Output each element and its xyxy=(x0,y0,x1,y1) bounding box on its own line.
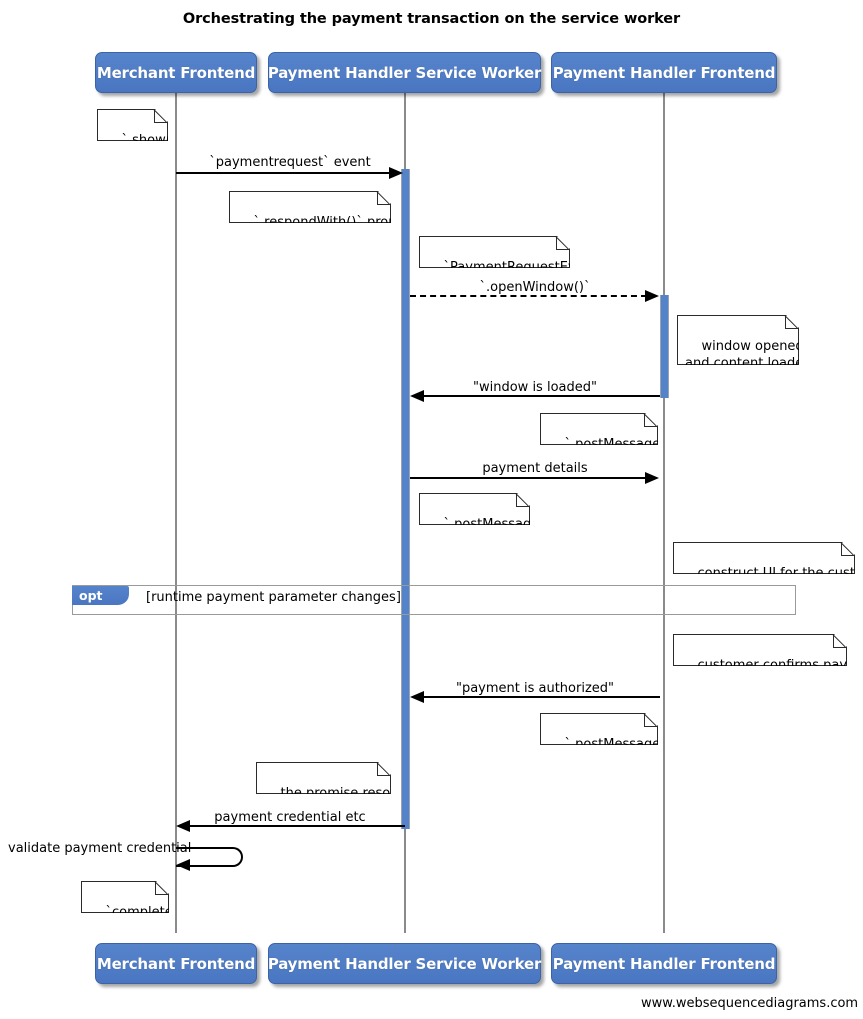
activation-service-worker xyxy=(401,169,410,829)
note-fold-corner xyxy=(516,494,529,507)
message-label-payment-details: payment details xyxy=(482,461,588,476)
note-paymentrequestevent: `PaymentRequestEvent` xyxy=(419,236,570,268)
note-fold-corner xyxy=(154,110,167,123)
participant-label: Merchant Frontend xyxy=(96,63,256,82)
message-line-paymentrequest-event xyxy=(176,172,391,174)
participant-payment-handler-service-worker-bottom[interactable]: Payment Handler Service Worker xyxy=(268,943,541,984)
note-fold-corner xyxy=(155,882,168,895)
note-text: `.show()` xyxy=(121,133,183,148)
participant-label: Merchant Frontend xyxy=(96,954,256,973)
message-label-openwindow: `.openWindow()` xyxy=(479,280,591,295)
fragment-opt-label: opt xyxy=(79,588,103,603)
message-self-loop-validate-payment-credential xyxy=(176,847,243,867)
message-label-payment-is-authorized: "payment is authorized" xyxy=(455,681,615,696)
note-text: the promise resolves xyxy=(280,786,417,801)
note-fold-corner xyxy=(377,192,390,205)
message-label-validate-payment-credential: validate payment credential xyxy=(8,841,192,856)
message-arrowhead-openwindow xyxy=(645,290,659,302)
participant-label: Payment Handler Service Worker xyxy=(267,954,542,973)
message-arrowhead-payment-is-authorized xyxy=(410,691,424,703)
participant-payment-handler-frontend-top[interactable]: Payment Handler Frontend xyxy=(551,52,777,93)
activation-payment-handler-frontend xyxy=(660,295,669,398)
note-postmessage-payment-details: `.postMessage()` xyxy=(419,493,530,525)
note-customer-confirms-payment: customer confirms payment xyxy=(673,634,847,666)
note-fold-corner xyxy=(785,316,798,329)
lifeline-payment-handler-frontend xyxy=(663,93,665,933)
note-text: `.postMessage()` xyxy=(564,737,677,752)
message-line-openwindow xyxy=(410,295,647,297)
note-fold-corner xyxy=(377,763,390,776)
note-fold-corner xyxy=(644,414,657,427)
participant-merchant-frontend-top[interactable]: Merchant Frontend xyxy=(95,52,257,93)
message-label-paymentrequest-event: `paymentrequest` event xyxy=(209,155,371,170)
message-line-window-is-loaded xyxy=(424,395,660,397)
fragment-opt-tab: opt xyxy=(72,586,129,605)
diagram-title: Orchestrating the payment transaction on… xyxy=(182,11,681,27)
message-arrowhead-paymentrequest-event xyxy=(389,167,403,179)
note-respondwith-promise: `.respondWith()` promise xyxy=(229,191,391,223)
participant-label: Payment Handler Service Worker xyxy=(267,63,542,82)
note-fold-corner xyxy=(833,635,846,648)
note-fold-corner xyxy=(556,237,569,250)
note-complete: `complete()` xyxy=(81,881,169,913)
note-text: `.postMessage()` xyxy=(443,517,556,532)
participant-merchant-frontend-bottom[interactable]: Merchant Frontend xyxy=(95,943,257,984)
note-window-opened-and-content-loaded: window opened and content loaded xyxy=(677,315,799,365)
note-text: customer confirms payment xyxy=(697,658,863,673)
participant-payment-handler-frontend-bottom[interactable]: Payment Handler Frontend xyxy=(551,943,777,984)
note-postmessage-window-loaded: `.postMessage()` xyxy=(540,413,658,445)
note-construct-ui-for-the-customer: construct UI for the customer xyxy=(673,542,855,574)
note-show: `.show()` xyxy=(97,109,168,141)
message-arrowhead-payment-details xyxy=(645,472,659,484)
note-fold-corner xyxy=(841,543,854,556)
note-text: construct UI for the customer xyxy=(697,566,863,581)
message-line-payment-details xyxy=(410,477,647,479)
message-arrowhead-validate-payment-credential xyxy=(176,859,190,871)
message-line-payment-is-authorized xyxy=(424,696,660,698)
note-the-promise-resolves: the promise resolves xyxy=(256,762,391,794)
lifeline-merchant-frontend xyxy=(175,93,177,933)
note-text: `.postMessage()` xyxy=(564,437,677,452)
message-line-payment-credential-etc xyxy=(190,825,405,827)
participant-label: Payment Handler Frontend xyxy=(552,954,776,973)
note-text: `PaymentRequestEvent` xyxy=(443,260,604,275)
participant-payment-handler-service-worker-top[interactable]: Payment Handler Service Worker xyxy=(268,52,541,93)
message-label-payment-credential-etc: payment credential etc xyxy=(214,810,366,825)
note-text: window opened and content loaded xyxy=(685,339,812,371)
note-text: `.respondWith()` promise xyxy=(253,215,420,230)
footer-watermark: www.websequencediagrams.com xyxy=(641,996,859,1011)
note-postmessage-payment-authorized: `.postMessage()` xyxy=(540,713,658,745)
message-arrowhead-window-is-loaded xyxy=(410,390,424,402)
note-fold-corner xyxy=(644,714,657,727)
message-label-window-is-loaded: "window is loaded" xyxy=(473,380,597,395)
participant-label: Payment Handler Frontend xyxy=(552,63,776,82)
fragment-opt-condition: [runtime payment parameter changes] xyxy=(146,590,401,605)
message-arrowhead-payment-credential-etc xyxy=(176,820,190,832)
